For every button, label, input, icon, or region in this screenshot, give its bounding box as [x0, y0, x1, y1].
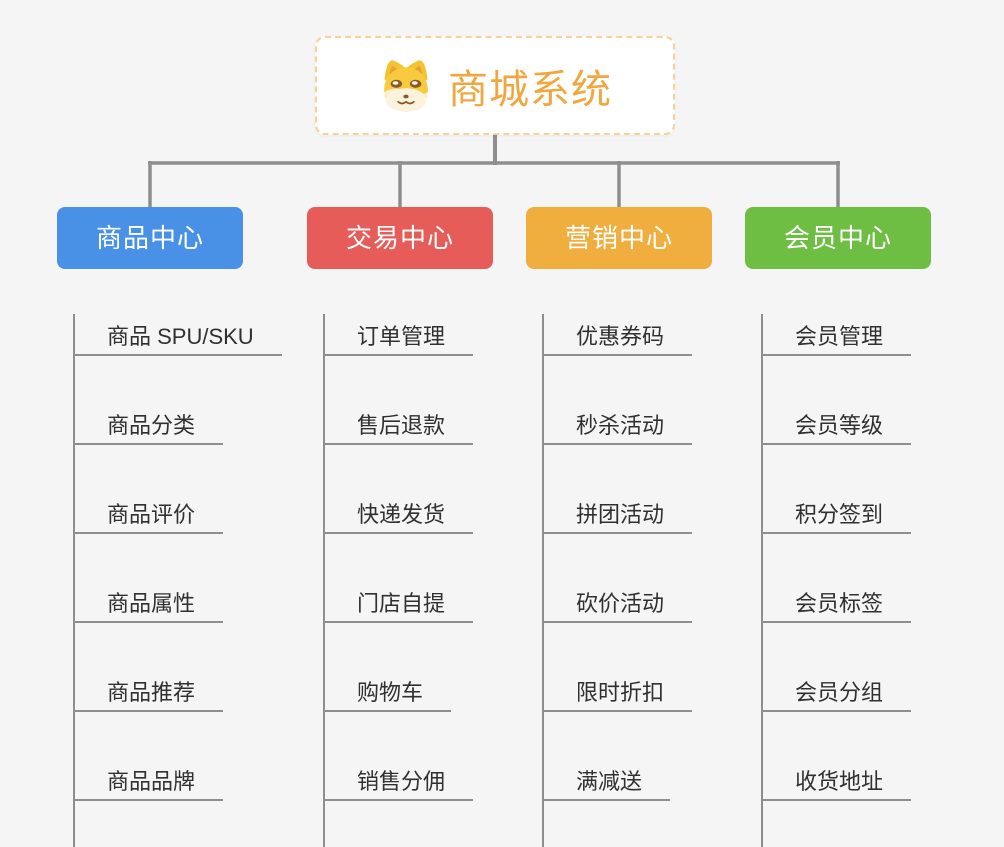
child-topic[interactable]: 会员管理 — [763, 314, 912, 356]
child-topic[interactable]: 会员标签 — [763, 581, 912, 623]
child-topic[interactable]: 限时折扣 — [544, 670, 693, 712]
branch-trade-center: 交易中心 订单管理售后退款快递发货门店自提购物车销售分佣 — [307, 207, 493, 847]
branch-topic-marketing-center[interactable]: 营销中心 — [526, 207, 712, 269]
child-topic[interactable]: 商品分类 — [75, 403, 224, 445]
child-topic[interactable]: 商品 SPU/SKU — [75, 314, 282, 356]
child-topic[interactable]: 优惠券码 — [544, 314, 693, 356]
branch-children-trade-center: 订单管理售后退款快递发货门店自提购物车销售分佣 — [323, 314, 474, 847]
branch-children-product-center: 商品 SPU/SKU 商品分类商品评价商品属性商品推荐商品品牌 — [73, 314, 282, 847]
child-topic[interactable]: 商品属性 — [75, 581, 224, 623]
child-topic[interactable]: 拼团活动 — [544, 492, 693, 534]
child-topic[interactable]: 积分签到 — [763, 492, 912, 534]
child-topic[interactable]: 商品评价 — [75, 492, 224, 534]
child-topic[interactable]: 销售分佣 — [325, 759, 474, 801]
child-topic[interactable]: 快递发货 — [325, 492, 474, 534]
child-topic[interactable]: 商品推荐 — [75, 670, 224, 712]
branch-product-center: 商品中心 商品 SPU/SKU 商品分类商品评价商品属性商品推荐商品品牌 — [57, 207, 282, 847]
branch-topic-member-center[interactable]: 会员中心 — [745, 207, 931, 269]
branch-children-marketing-center: 优惠券码秒杀活动拼团活动砍价活动限时折扣满减送 — [542, 314, 693, 847]
branch-children-member-center: 会员管理会员等级积分签到会员标签会员分组收货地址 — [761, 314, 912, 847]
child-topic[interactable]: 订单管理 — [325, 314, 474, 356]
root-topic-label: 商城系统 — [448, 67, 612, 112]
child-topic[interactable]: 会员分组 — [763, 670, 912, 712]
branch-topic-product-center[interactable]: 商品中心 — [57, 207, 243, 269]
child-topic[interactable]: 满减送 — [544, 759, 671, 801]
child-topic[interactable]: 秒杀活动 — [544, 403, 693, 445]
branch-topic-trade-center[interactable]: 交易中心 — [307, 207, 493, 269]
child-topic[interactable]: 售后退款 — [325, 403, 474, 445]
child-topic[interactable]: 商品品牌 — [75, 759, 224, 801]
child-topic[interactable]: 会员等级 — [763, 403, 912, 445]
branch-member-center: 会员中心 会员管理会员等级积分签到会员标签会员分组收货地址 — [745, 207, 931, 847]
child-topic[interactable]: 砍价活动 — [544, 581, 693, 623]
doge-icon — [384, 59, 428, 112]
tree-connector-lines — [148, 134, 840, 208]
branch-marketing-center: 营销中心 优惠券码秒杀活动拼团活动砍价活动限时折扣满减送 — [526, 207, 712, 847]
child-topic[interactable]: 收货地址 — [763, 759, 912, 801]
root-topic[interactable]: 商城系统 — [315, 36, 675, 135]
child-topic[interactable]: 购物车 — [325, 670, 452, 712]
child-topic[interactable]: 门店自提 — [325, 581, 474, 623]
